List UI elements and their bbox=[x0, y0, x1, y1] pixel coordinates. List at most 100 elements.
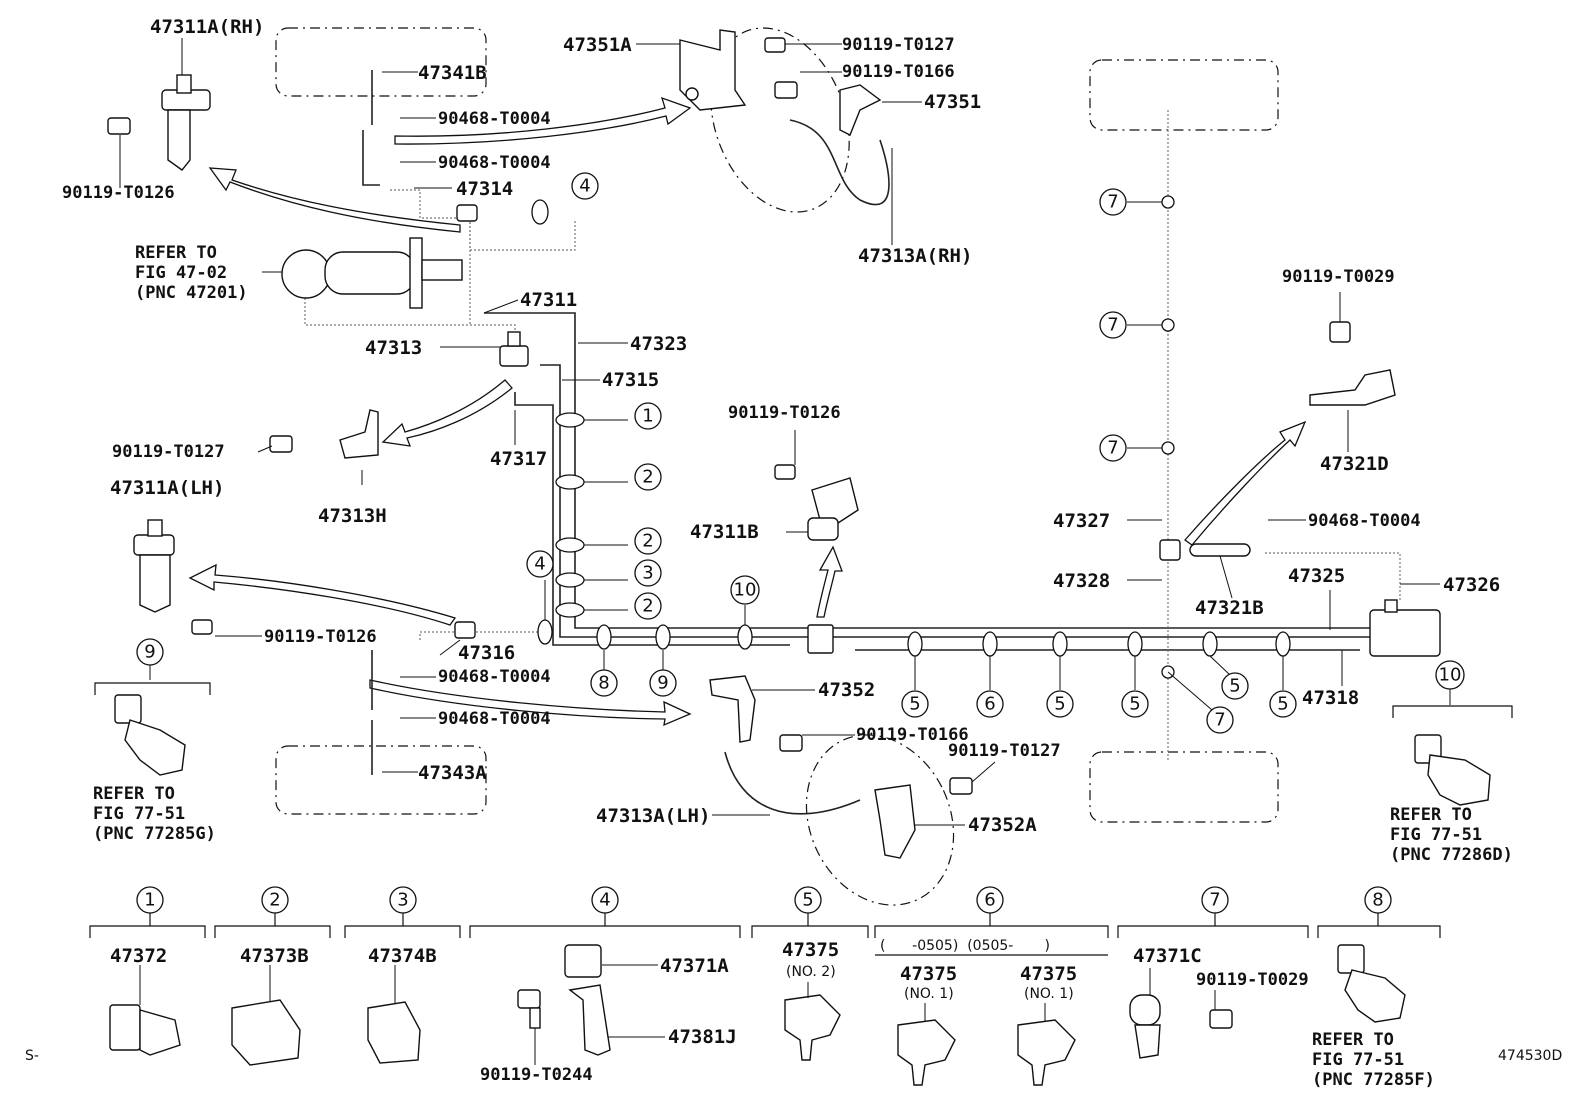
label-90468-T0004-e: 90468-T0004 bbox=[1308, 511, 1421, 531]
legend-callout-4: 4 bbox=[599, 890, 610, 911]
label-refer-77-51-d-c: (PNC 77286D) bbox=[1390, 845, 1513, 865]
label-47328: 47328 bbox=[1053, 570, 1110, 592]
brake-pipe-lh-hose bbox=[724, 751, 861, 815]
callout-4-top: 4 bbox=[579, 176, 590, 197]
rear-cylinder-47326 bbox=[1369, 599, 1441, 657]
label-90119-T0166-b: 90119-T0166 bbox=[856, 725, 969, 745]
label-refer-47-02-b: FIG 47-02 bbox=[135, 263, 227, 283]
callout-9-main: 9 bbox=[657, 673, 668, 694]
brake-pipe-rear-hose bbox=[1265, 552, 1401, 600]
clip-47372-drawing bbox=[109, 965, 181, 1056]
union-47311B bbox=[807, 624, 834, 654]
callout-2-main-b: 2 bbox=[642, 531, 653, 552]
clip-47375-no1-a-drawing bbox=[897, 1003, 956, 1086]
arrow-to-47351A bbox=[394, 96, 692, 145]
tee-47328 bbox=[1159, 539, 1251, 561]
callout-3-main: 3 bbox=[642, 563, 653, 584]
label-47318: 47318 bbox=[1302, 687, 1359, 709]
bolt-90119-T0244-drawing bbox=[517, 989, 541, 1065]
junction-47314 bbox=[456, 204, 478, 222]
label-47326: 47326 bbox=[1443, 574, 1500, 596]
footer-left-mark: S- bbox=[25, 1048, 39, 1064]
valve-47311A-RH bbox=[107, 74, 211, 171]
legend-clip-drawings bbox=[109, 944, 1406, 1086]
label-47316: 47316 bbox=[458, 642, 515, 664]
legend-brackets bbox=[89, 913, 1441, 956]
label-47311B: 47311B bbox=[690, 521, 759, 543]
clip-47375-no1-b-drawing bbox=[1017, 1003, 1076, 1086]
legend-47381J: 47381J bbox=[668, 1026, 737, 1048]
clip-8-ref-drawing bbox=[1337, 944, 1406, 1023]
clip-icon-9 bbox=[114, 694, 186, 776]
legend-refer-8-a: REFER TO bbox=[1312, 1030, 1394, 1050]
label-47311: 47311 bbox=[520, 289, 577, 311]
label-refer-47-02-c: (PNC 47201) bbox=[135, 283, 248, 303]
label-47327: 47327 bbox=[1053, 510, 1110, 532]
callout-7-c: 7 bbox=[1107, 438, 1118, 459]
legend-callouts: 1 2 3 4 5 6 7 8 bbox=[136, 886, 1392, 914]
callout-5-a: 5 bbox=[909, 694, 920, 715]
legend-no1-note-b: (NO. 1) bbox=[1024, 986, 1074, 1002]
rear-top-area-outline bbox=[1089, 59, 1279, 131]
label-refer-77-51-g-b: FIG 77-51 bbox=[93, 804, 185, 824]
legend-callout-2: 2 bbox=[269, 890, 280, 911]
legend-47375-no1-b: 47375 bbox=[1020, 963, 1077, 985]
label-refer-77-51-g-a: REFER TO bbox=[93, 784, 175, 804]
label-90119-T0126-c: 90119-T0126 bbox=[728, 403, 841, 423]
label-47313H: 47313H bbox=[318, 505, 387, 527]
label-90119-T0126-b: 90119-T0126 bbox=[264, 627, 377, 647]
legend-47373B: 47373B bbox=[240, 945, 309, 967]
legend-47371C: 47371C bbox=[1133, 945, 1202, 967]
callout-circles: 4 1 2 2 3 2 4 8 9 10 5 6 5 5 5 5 7 7 7 7… bbox=[136, 172, 1465, 734]
label-47323: 47323 bbox=[630, 333, 687, 355]
brake-pipe-47314 bbox=[390, 189, 471, 325]
ref-bracket-9 bbox=[94, 682, 211, 695]
brake-pipe-47315 bbox=[540, 364, 1375, 638]
legend-callout-8: 8 bbox=[1372, 890, 1383, 911]
label-90119-T0127-b: 90119-T0127 bbox=[842, 35, 955, 55]
label-refer-47-02-a: REFER TO bbox=[135, 243, 217, 263]
leader-lines bbox=[119, 38, 1451, 826]
bracket-47352A bbox=[874, 777, 973, 859]
label-90119-T0029-a: 90119-T0029 bbox=[1282, 267, 1395, 287]
legend-no1-note-a: (NO. 1) bbox=[904, 986, 954, 1002]
label-90119-T0127-c: 90119-T0127 bbox=[948, 741, 1061, 761]
label-47351A: 47351A bbox=[563, 34, 632, 56]
label-47313A-LH: 47313A(LH) bbox=[596, 805, 710, 827]
clip-47351 bbox=[839, 84, 882, 136]
arrow-to-47352 bbox=[369, 679, 692, 727]
label-refer-77-51-d-b: FIG 77-51 bbox=[1390, 825, 1482, 845]
arrow-to-47313H bbox=[381, 379, 513, 447]
label-90468-T0004-b: 90468-T0004 bbox=[438, 153, 551, 173]
legend-refer-8-b: FIG 77-51 bbox=[1312, 1050, 1404, 1070]
callout-7-bottom: 7 bbox=[1214, 710, 1225, 731]
arrow-to-47311A-RH bbox=[208, 167, 461, 233]
arrow-to-47321D bbox=[1184, 420, 1307, 546]
bracket-47311B bbox=[774, 464, 859, 541]
clip-47375-no2-drawing bbox=[784, 982, 841, 1061]
bolt-90119-T0029-drawing bbox=[1209, 990, 1233, 1029]
callout-8-main: 8 bbox=[598, 673, 609, 694]
ref-bracket-10 bbox=[1392, 705, 1513, 718]
label-47321B: 47321B bbox=[1195, 597, 1264, 619]
label-refer-77-51-g-c: (PNC 77285G) bbox=[93, 824, 216, 844]
label-47315: 47315 bbox=[602, 369, 659, 391]
label-47311A-LH: 47311A(LH) bbox=[110, 477, 224, 499]
label-90119-T0127-a: 90119-T0127 bbox=[112, 442, 225, 462]
rear-bottom-area-outline bbox=[1089, 751, 1279, 823]
legend-callout-6: 6 bbox=[984, 890, 995, 911]
callout-1-main: 1 bbox=[642, 406, 653, 427]
legend-callout-3: 3 bbox=[397, 890, 408, 911]
callout-6-main: 6 bbox=[984, 694, 995, 715]
label-47313A-RH: 47313A(RH) bbox=[858, 245, 972, 267]
label-47352A: 47352A bbox=[968, 814, 1037, 836]
callout-10-ref: 10 bbox=[1439, 665, 1462, 686]
hose-47341B bbox=[362, 70, 380, 186]
bracket-47321D bbox=[1309, 321, 1396, 406]
master-cylinder bbox=[281, 237, 463, 309]
brake-pipe-rh-hose bbox=[789, 119, 890, 206]
legend-90119-T0244: 90119-T0244 bbox=[480, 1065, 593, 1085]
rh-wheel-area-outline bbox=[275, 27, 487, 97]
legend-47371A: 47371A bbox=[660, 955, 729, 977]
label-90468-T0004-d: 90468-T0004 bbox=[438, 709, 551, 729]
